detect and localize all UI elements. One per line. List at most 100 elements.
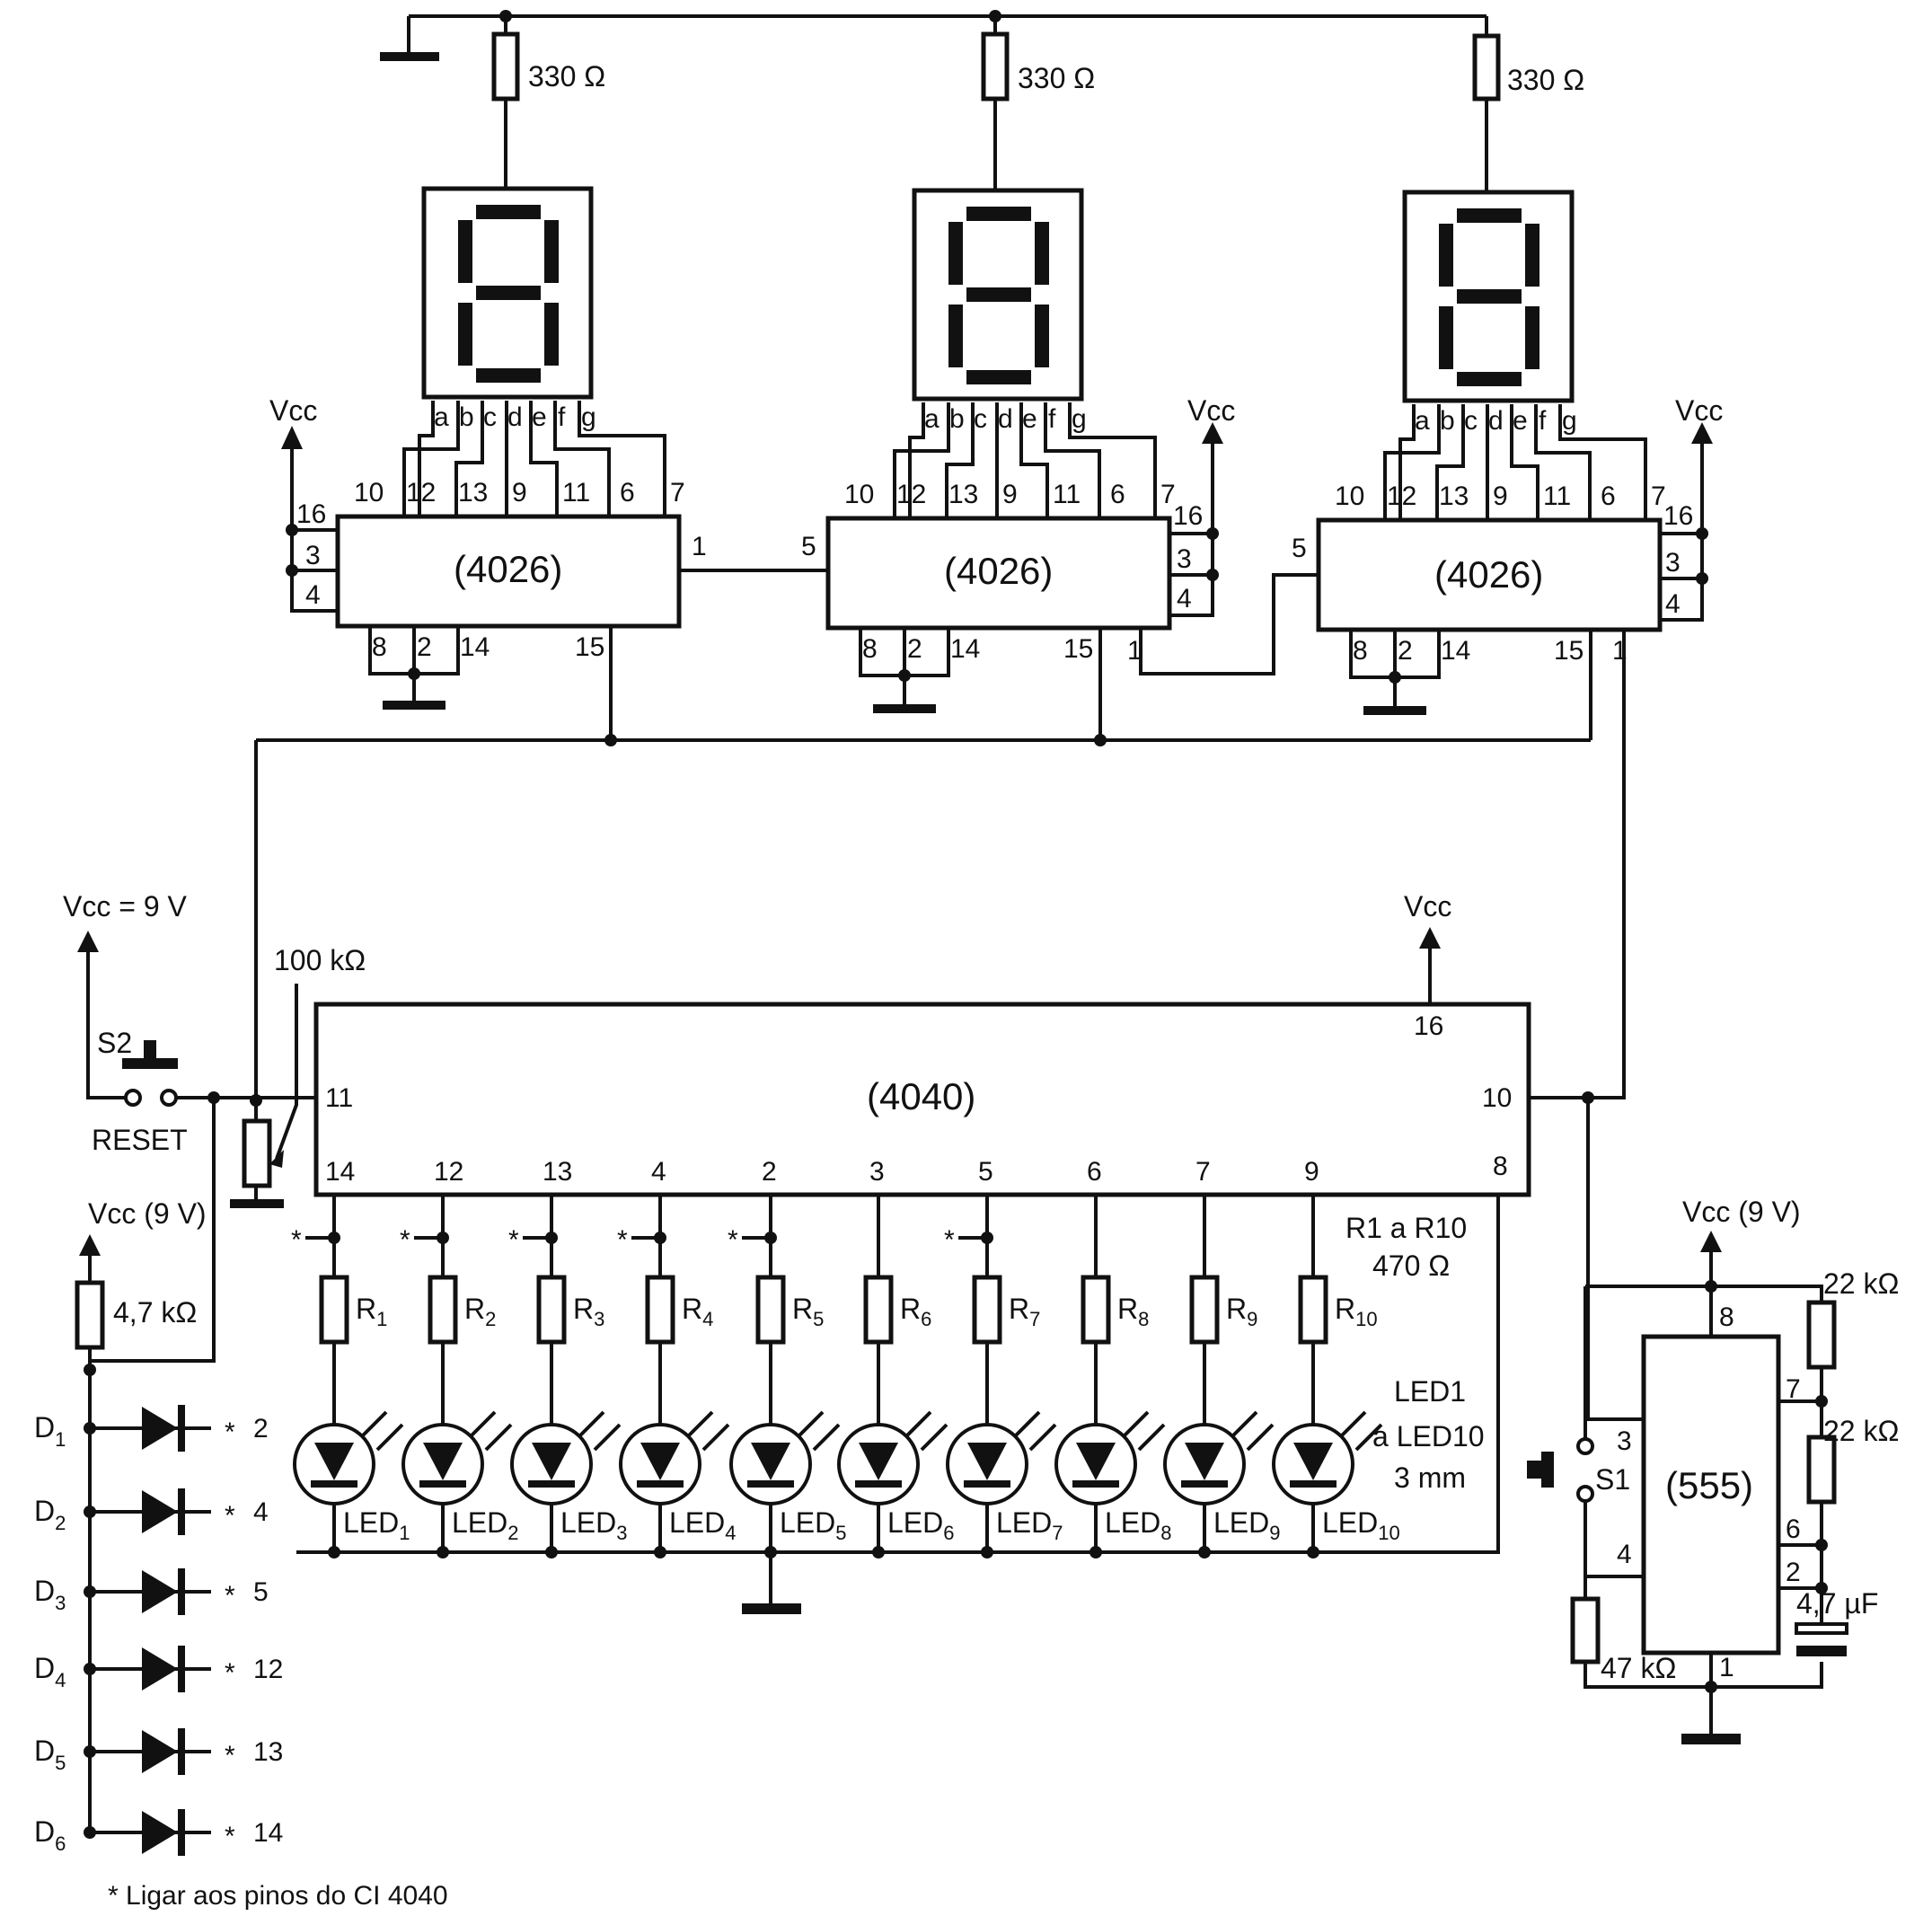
reset-pushbutton-icon <box>122 1040 178 1069</box>
counter-ic-middle: (4026) <box>825 516 1172 631</box>
svg-text:Vcc: Vcc <box>269 394 317 427</box>
reset-circuit: Vcc = 9 V S2 RESET 100 kΩ Vcc (9 V) 4,7 … <box>63 890 366 1386</box>
svg-text:a: a <box>434 402 449 432</box>
diode-label-6: D6 <box>34 1815 66 1855</box>
reset-potentiometer <box>242 1118 272 1188</box>
diode-label-5: D5 <box>34 1735 66 1774</box>
svg-text:22 kΩ: 22 kΩ <box>1823 1415 1899 1447</box>
led-resistor-label-7: R7 <box>1009 1293 1040 1330</box>
led-label-2: LED2 <box>452 1506 519 1544</box>
binary-counter-4040: (4040) 16 11 10 8 Vcc <box>313 890 1531 1197</box>
svg-text:*: * <box>291 1225 302 1255</box>
diode-4-icon <box>142 1647 178 1691</box>
svg-text:6: 6 <box>1786 1514 1801 1544</box>
led-output-pin-8: 6 <box>1087 1157 1102 1187</box>
svg-text:9: 9 <box>1002 480 1018 509</box>
reset-label: RESET <box>92 1124 188 1156</box>
svg-text:c: c <box>1464 406 1478 436</box>
svg-text:d: d <box>998 404 1013 434</box>
led-resistor-spec-1: R1 a R10 <box>1345 1212 1467 1244</box>
svg-text:(4026): (4026) <box>454 548 562 590</box>
svg-text:*: * <box>400 1225 410 1255</box>
svg-text:14: 14 <box>1441 636 1470 666</box>
svg-text:47 kΩ: 47 kΩ <box>1601 1652 1676 1684</box>
timer-555: (555) 8 7 6 2 4 3 1 Vcc (9 V) 22 kΩ 22 k… <box>1527 1091 1899 1744</box>
svg-text:12: 12 <box>896 480 926 509</box>
svg-text:5: 5 <box>801 532 816 561</box>
reset-switch-contact-b <box>160 1089 178 1107</box>
led-4-emission-arrows <box>685 1410 730 1452</box>
svg-text:14: 14 <box>950 634 980 664</box>
svg-text:4: 4 <box>1177 584 1192 614</box>
diode-label-1: D1 <box>34 1411 66 1451</box>
svg-text:11: 11 <box>1053 480 1081 509</box>
led-label-10: LED10 <box>1322 1506 1400 1544</box>
svg-text:6: 6 <box>1110 480 1125 509</box>
diode-1-icon <box>142 1407 178 1450</box>
svg-text:9: 9 <box>512 478 527 508</box>
display-resistor-3-label: 330 Ω <box>1507 64 1584 96</box>
led-output-pin-4: 4 <box>651 1157 666 1187</box>
svg-text:e: e <box>1022 404 1037 434</box>
svg-text:1: 1 <box>1612 636 1628 666</box>
svg-text:3: 3 <box>305 541 321 570</box>
counter-middle-power: Vcc 16 3 4 <box>1169 394 1235 617</box>
led-spec-3: 3 mm <box>1394 1461 1466 1494</box>
svg-text:g: g <box>1562 406 1577 436</box>
svg-text:10: 10 <box>1335 481 1364 511</box>
led-resistor-10 <box>1298 1275 1328 1345</box>
timer-capacitor <box>1795 1622 1848 1635</box>
svg-text:8: 8 <box>1493 1152 1508 1181</box>
svg-text:9: 9 <box>1493 481 1508 511</box>
svg-text:b: b <box>1440 406 1455 436</box>
led-output-pin-2: 12 <box>434 1157 463 1187</box>
s1-pushbutton-icon <box>1527 1452 1554 1488</box>
svg-text:12: 12 <box>1387 481 1416 511</box>
counter-left-power: Vcc 16 3 4 <box>269 394 338 613</box>
svg-text:2: 2 <box>907 634 922 664</box>
led-6-emission-arrows <box>904 1410 948 1452</box>
svg-text:15: 15 <box>575 632 604 662</box>
svg-text:*: * <box>944 1225 955 1255</box>
svg-text:16: 16 <box>296 499 326 529</box>
switch-s2-label: S2 <box>97 1027 132 1059</box>
svg-text:*: * <box>225 1501 235 1531</box>
ground-symbol-top <box>380 52 439 61</box>
counter-interconnect: 1 5 1 5 15 15 15 1 <box>254 532 1628 1100</box>
seven-segment-display-1 <box>421 186 594 400</box>
led-spec-1: LED1 <box>1394 1375 1466 1408</box>
svg-text:6: 6 <box>620 478 635 508</box>
svg-text:b: b <box>459 402 474 432</box>
led-label-5: LED5 <box>780 1506 847 1544</box>
svg-text:10: 10 <box>844 480 874 509</box>
diode-5-icon <box>142 1730 178 1773</box>
display-resistor-3 <box>1472 33 1501 102</box>
led-resistor-2 <box>428 1275 458 1345</box>
s1-contact-a <box>1576 1437 1594 1455</box>
led-output-pin-9: 7 <box>1195 1157 1211 1187</box>
svg-text:8: 8 <box>862 634 878 664</box>
svg-text:8: 8 <box>1353 636 1368 666</box>
svg-text:2: 2 <box>417 632 432 662</box>
led-label-4: LED4 <box>669 1506 737 1544</box>
svg-text:e: e <box>532 402 547 432</box>
svg-text:3: 3 <box>1617 1426 1632 1456</box>
led-resistor-5 <box>755 1275 786 1345</box>
diode-label-2: D2 <box>34 1495 66 1534</box>
led-8-emission-arrows <box>1121 1410 1166 1452</box>
led-resistor-1 <box>319 1275 349 1345</box>
led-2-emission-arrows <box>468 1410 513 1452</box>
led-output-pin-3: 13 <box>543 1157 572 1187</box>
svg-text:3: 3 <box>1665 548 1681 578</box>
svg-text:b: b <box>949 404 965 434</box>
svg-text:*: * <box>225 1658 235 1688</box>
svg-text:Vcc: Vcc <box>1675 394 1723 427</box>
svg-text:11: 11 <box>562 478 590 508</box>
svg-text:10: 10 <box>1482 1083 1512 1113</box>
led-resistor-label-2: R2 <box>464 1293 496 1330</box>
svg-text:(4026): (4026) <box>1434 553 1543 596</box>
svg-text:Vcc (9 V): Vcc (9 V) <box>1682 1196 1801 1228</box>
